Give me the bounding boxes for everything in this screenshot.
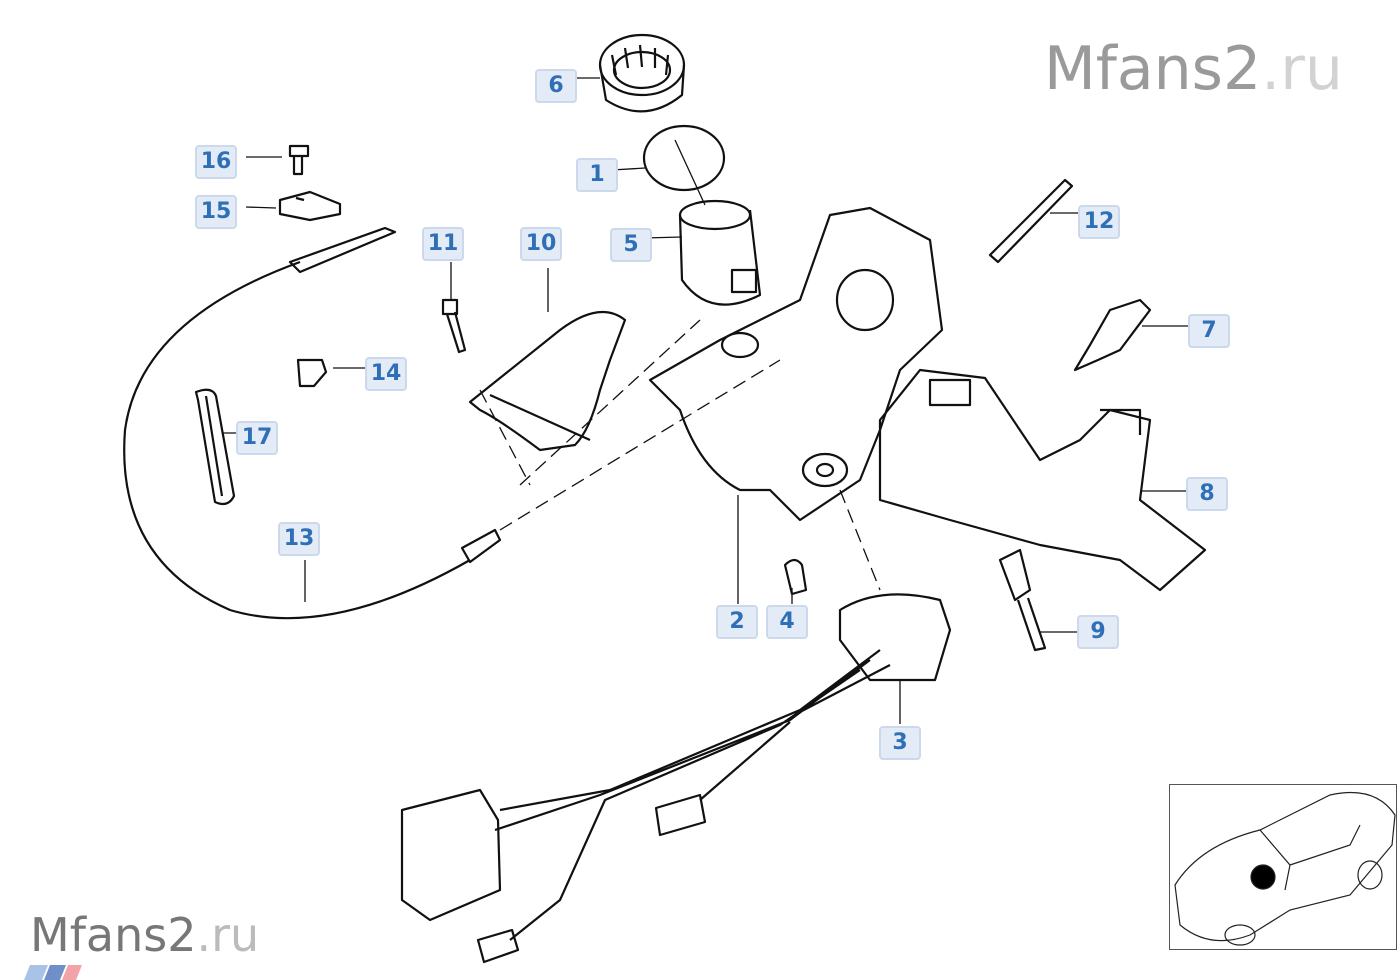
callout-3[interactable]: 3 [879,726,921,760]
part-10-cover [468,310,627,452]
part-15-clip [278,190,342,222]
callout-5[interactable]: 5 [610,228,652,262]
leader-lines [222,77,1192,724]
callout-10[interactable]: 10 [520,227,562,261]
part-14-clip [296,358,328,388]
callout-12[interactable]: 12 [1078,205,1120,239]
watermark-brand: Mfans2 [1044,34,1262,104]
part-7-sensor [1073,298,1152,372]
part-2-housing [648,206,944,522]
watermark-tld: .ru [1261,34,1343,104]
part-5-cylinder [678,199,762,306]
part-9-screw [998,548,1047,652]
callout-15[interactable]: 15 [195,195,237,229]
part-12-pin [988,178,1074,264]
part-3-harness [400,593,952,964]
callout-17[interactable]: 17 [236,421,278,455]
callout-7[interactable]: 7 [1188,314,1230,348]
vehicle-locator-inset [1169,784,1397,950]
m-stripe-logo [24,965,82,980]
part-11-screw [441,298,467,354]
watermark-brand: Mfans2 [30,908,197,962]
location-marker [1250,864,1276,890]
part-6-ring [598,33,686,113]
callout-9[interactable]: 9 [1077,615,1119,649]
part-1-o-ring [642,124,726,192]
part-17-strip [194,388,236,506]
part-4-plug [783,558,808,596]
car-outline-icon [1174,791,1396,946]
callout-8[interactable]: 8 [1186,477,1228,511]
callout-4[interactable]: 4 [766,605,808,639]
part-8-bracket [878,368,1207,592]
callout-11[interactable]: 11 [422,227,464,261]
callout-14[interactable]: 14 [365,357,407,391]
watermark-tld: .ru [196,908,260,962]
part-16-bolt [288,144,310,176]
callout-6[interactable]: 6 [535,69,577,103]
callout-1[interactable]: 1 [576,158,618,192]
callout-16[interactable]: 16 [195,145,237,179]
callout-13[interactable]: 13 [278,522,320,556]
part-13-cable [123,226,502,620]
watermark-bottom: Mfans2.ru [30,908,259,962]
callout-2[interactable]: 2 [716,605,758,639]
watermark-top: Mfans2.ru [1044,34,1343,104]
